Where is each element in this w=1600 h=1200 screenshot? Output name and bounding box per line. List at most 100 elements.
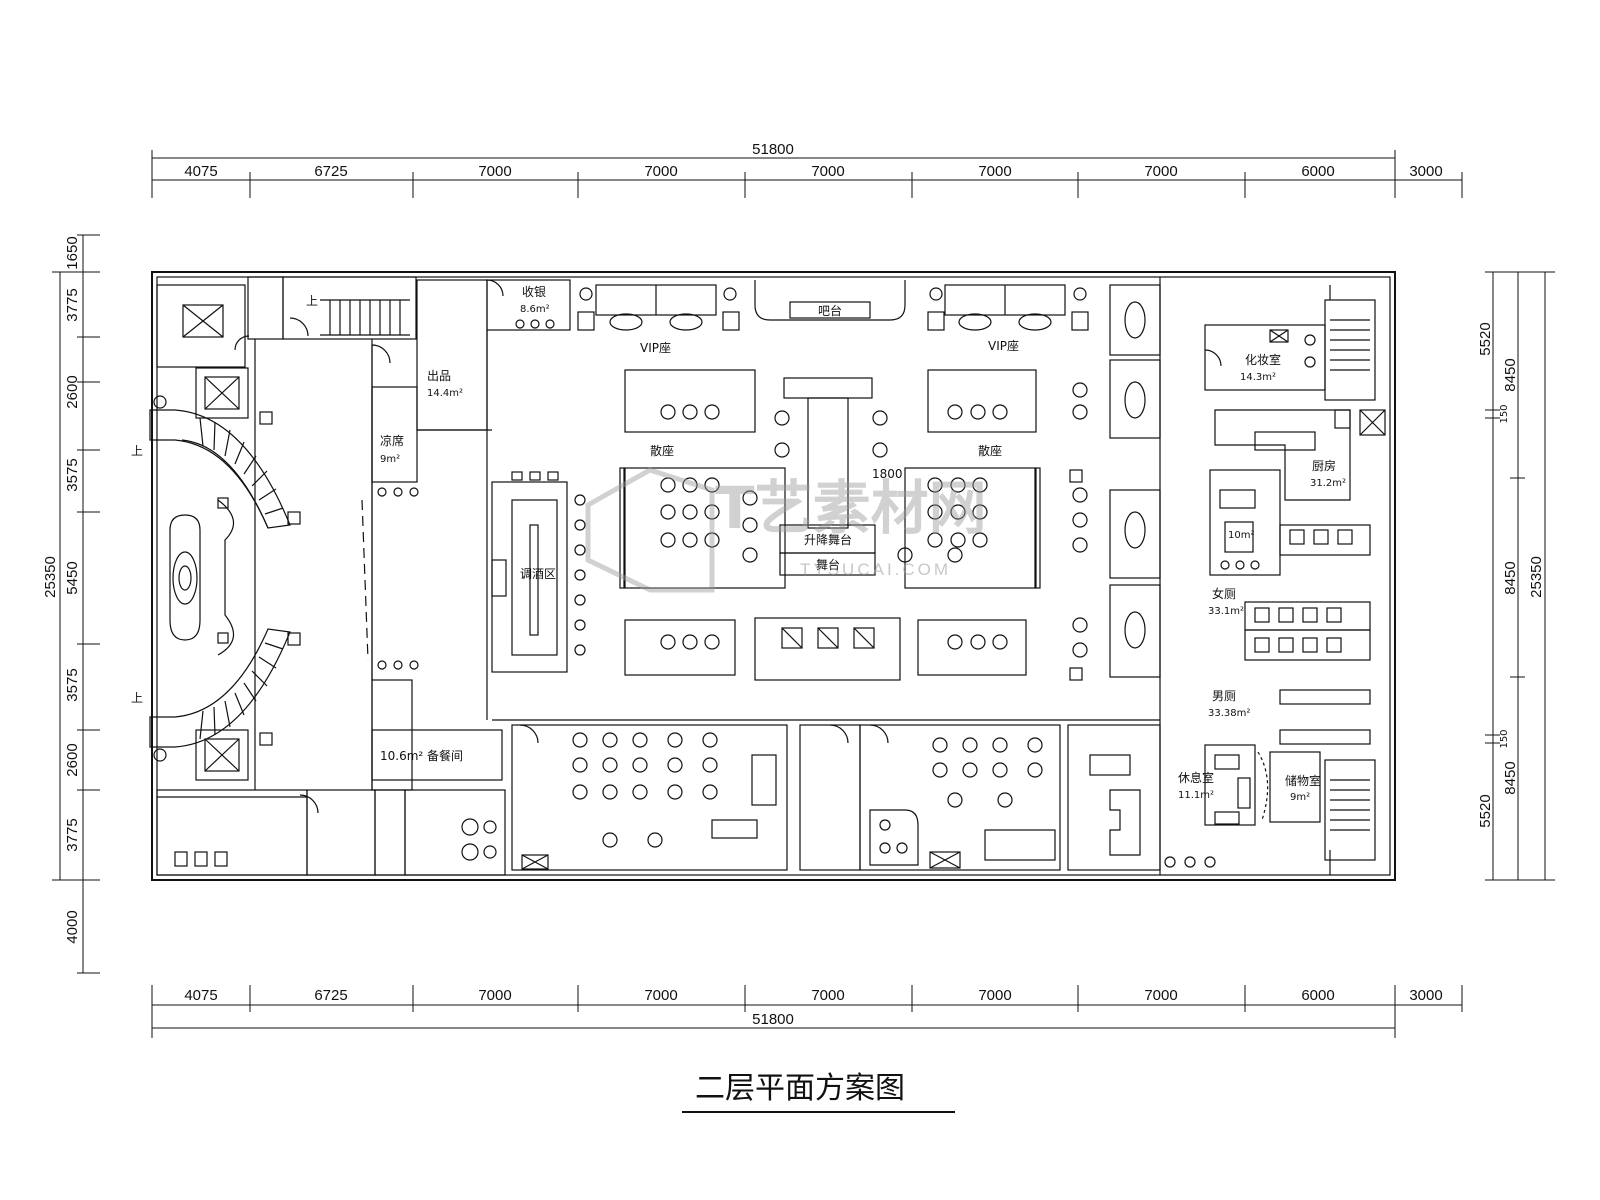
vip-booth-left xyxy=(577,284,740,331)
left-dimension-6: 3575 xyxy=(64,668,81,701)
top-dimension-5: 7000 xyxy=(811,163,844,180)
watermark-sub-text: TYSUCAI.COM xyxy=(800,560,951,579)
scatter-seating-left xyxy=(624,369,790,589)
bar-counter xyxy=(754,280,906,321)
left-dimension-1: 1650 xyxy=(64,236,81,269)
stage-size-label: 1800 xyxy=(872,467,903,481)
left-dimension-4: 3575 xyxy=(64,458,81,491)
bottom-dimension-9: 3000 xyxy=(1409,987,1442,1004)
dance-floor-label: 舞台 xyxy=(816,557,840,572)
left-dimension-5: 5450 xyxy=(64,561,81,594)
left-dimension-7: 2600 xyxy=(64,743,81,776)
pantry-label: 10.6m² 备餐间 xyxy=(380,748,463,763)
cool-seat-area: 9m² xyxy=(380,454,400,465)
bottom-dimension-7: 7000 xyxy=(1144,987,1177,1004)
vip-right-label: VIP座 xyxy=(988,338,1019,353)
stair-up-label-3: 上 xyxy=(306,294,318,308)
left-dimension-3: 2600 xyxy=(64,375,81,408)
female-wc-label: 女厕 xyxy=(1212,586,1236,601)
left-total-dimension: 25350 xyxy=(42,556,59,598)
central-fountain-feature xyxy=(169,497,234,656)
dressing-room-area: 14.3m² xyxy=(1240,372,1276,383)
right-outer-dimension-3: 8450 xyxy=(1502,761,1519,794)
dish-out-label: 出品 xyxy=(427,369,451,383)
vip-left-label: VIP座 xyxy=(640,340,671,355)
right-outer-dimension-2: 8450 xyxy=(1502,561,1519,594)
top-dimension-lines xyxy=(151,150,1463,198)
top-dimension-9: 3000 xyxy=(1409,163,1442,180)
left-dimension-lines xyxy=(52,234,100,974)
watermark: T艺素材网 TYSUCAI.COM xyxy=(585,467,987,593)
entrance-corridor xyxy=(361,344,503,791)
right-inner-dimension-1: 5520 xyxy=(1477,322,1494,355)
lift-stage xyxy=(619,377,1041,589)
outer-wall xyxy=(151,271,1396,881)
storage-area: 9m² xyxy=(1290,792,1310,803)
top-dimension-4: 7000 xyxy=(644,163,677,180)
top-dimension-3: 7000 xyxy=(478,163,511,180)
right-wing-rooms xyxy=(1159,277,1386,875)
dressing-room-label: 化妆室 xyxy=(1245,352,1281,367)
male-wc-label: 男厕 xyxy=(1212,689,1236,703)
male-wc-area: 33.38m² xyxy=(1208,708,1250,719)
bottom-dimension-8: 6000 xyxy=(1301,987,1334,1004)
right-dimension-lines xyxy=(1485,271,1555,881)
scatter-right-label: 散座 xyxy=(978,443,1002,458)
storage-label: 储物室 xyxy=(1285,773,1321,788)
top-dimension-2: 6725 xyxy=(314,163,347,180)
receiving-area: 8.6m² xyxy=(520,304,550,315)
scatter-left-label: 散座 xyxy=(650,443,674,458)
spiral-staircase-upper xyxy=(149,395,301,529)
stair-up-label-1: 上 xyxy=(131,444,143,458)
watermark-main-text: T艺素材网 xyxy=(715,474,987,542)
lower-dining-rooms xyxy=(492,719,1216,871)
dish-out-area: 14.4m² xyxy=(427,388,463,399)
small-room-area: 10m² xyxy=(1228,530,1254,541)
cool-seat-label: 凉席 xyxy=(380,433,404,448)
top-dimension-1: 4075 xyxy=(184,163,217,180)
right-inner-dimension-2: 150 xyxy=(1499,404,1510,423)
right-total-dimension: 25350 xyxy=(1528,556,1545,598)
stair-up-label-2: 上 xyxy=(131,691,143,705)
rest-room-label: 休息室 xyxy=(1178,770,1214,785)
left-wing-walls xyxy=(156,276,417,790)
wine-bar-label: 调酒区 xyxy=(520,567,556,581)
bottom-total-dimension: 51800 xyxy=(752,1011,794,1028)
bar-counter-label: 吧台 xyxy=(818,303,842,318)
vip-booth-right xyxy=(927,284,1089,331)
female-wc-area: 33.1m² xyxy=(1208,606,1244,617)
drawing-title: 二层平面方案图 xyxy=(695,1071,905,1106)
booths-right-column xyxy=(1069,284,1161,681)
scatter-seating-right xyxy=(872,369,1037,589)
lower-left-rooms xyxy=(156,789,506,876)
receiving-label: 收银 xyxy=(522,285,546,299)
bottom-dimension-1: 4075 xyxy=(184,987,217,1004)
watermark-logo-icon xyxy=(585,467,715,593)
spiral-staircase-lower xyxy=(149,628,301,762)
top-dimension-8: 6000 xyxy=(1301,163,1334,180)
right-outer-dimension-1: 8450 xyxy=(1502,358,1519,391)
bottom-dimension-4: 7000 xyxy=(644,987,677,1004)
wine-bar xyxy=(491,471,586,673)
right-inner-dimension-4: 5520 xyxy=(1477,794,1494,827)
booths-lower-center xyxy=(624,617,1027,681)
bottom-dimension-3: 7000 xyxy=(478,987,511,1004)
lift-stage-label: 升降舞台 xyxy=(804,532,852,547)
bottom-dimension-6: 7000 xyxy=(978,987,1011,1004)
bottom-dimension-lines xyxy=(151,985,1463,1038)
right-inner-dimension-3: 150 xyxy=(1499,729,1510,748)
outer-wall-inner-line xyxy=(156,276,1391,876)
left-dimension-8: 3775 xyxy=(64,818,81,851)
bottom-dimension-5: 7000 xyxy=(811,987,844,1004)
top-dimension-6: 7000 xyxy=(978,163,1011,180)
bottom-dimension-2: 6725 xyxy=(314,987,347,1004)
top-total-dimension: 51800 xyxy=(752,141,794,158)
dish-out-room xyxy=(416,279,571,720)
kitchen-area: 31.2m² xyxy=(1310,478,1346,489)
kitchen-label: 厨房 xyxy=(1312,458,1336,473)
top-dimension-7: 7000 xyxy=(1144,163,1177,180)
left-dimension-2: 3775 xyxy=(64,288,81,321)
rest-room-area: 11.1m² xyxy=(1178,790,1214,801)
left-dimension-9: 4000 xyxy=(64,910,81,943)
